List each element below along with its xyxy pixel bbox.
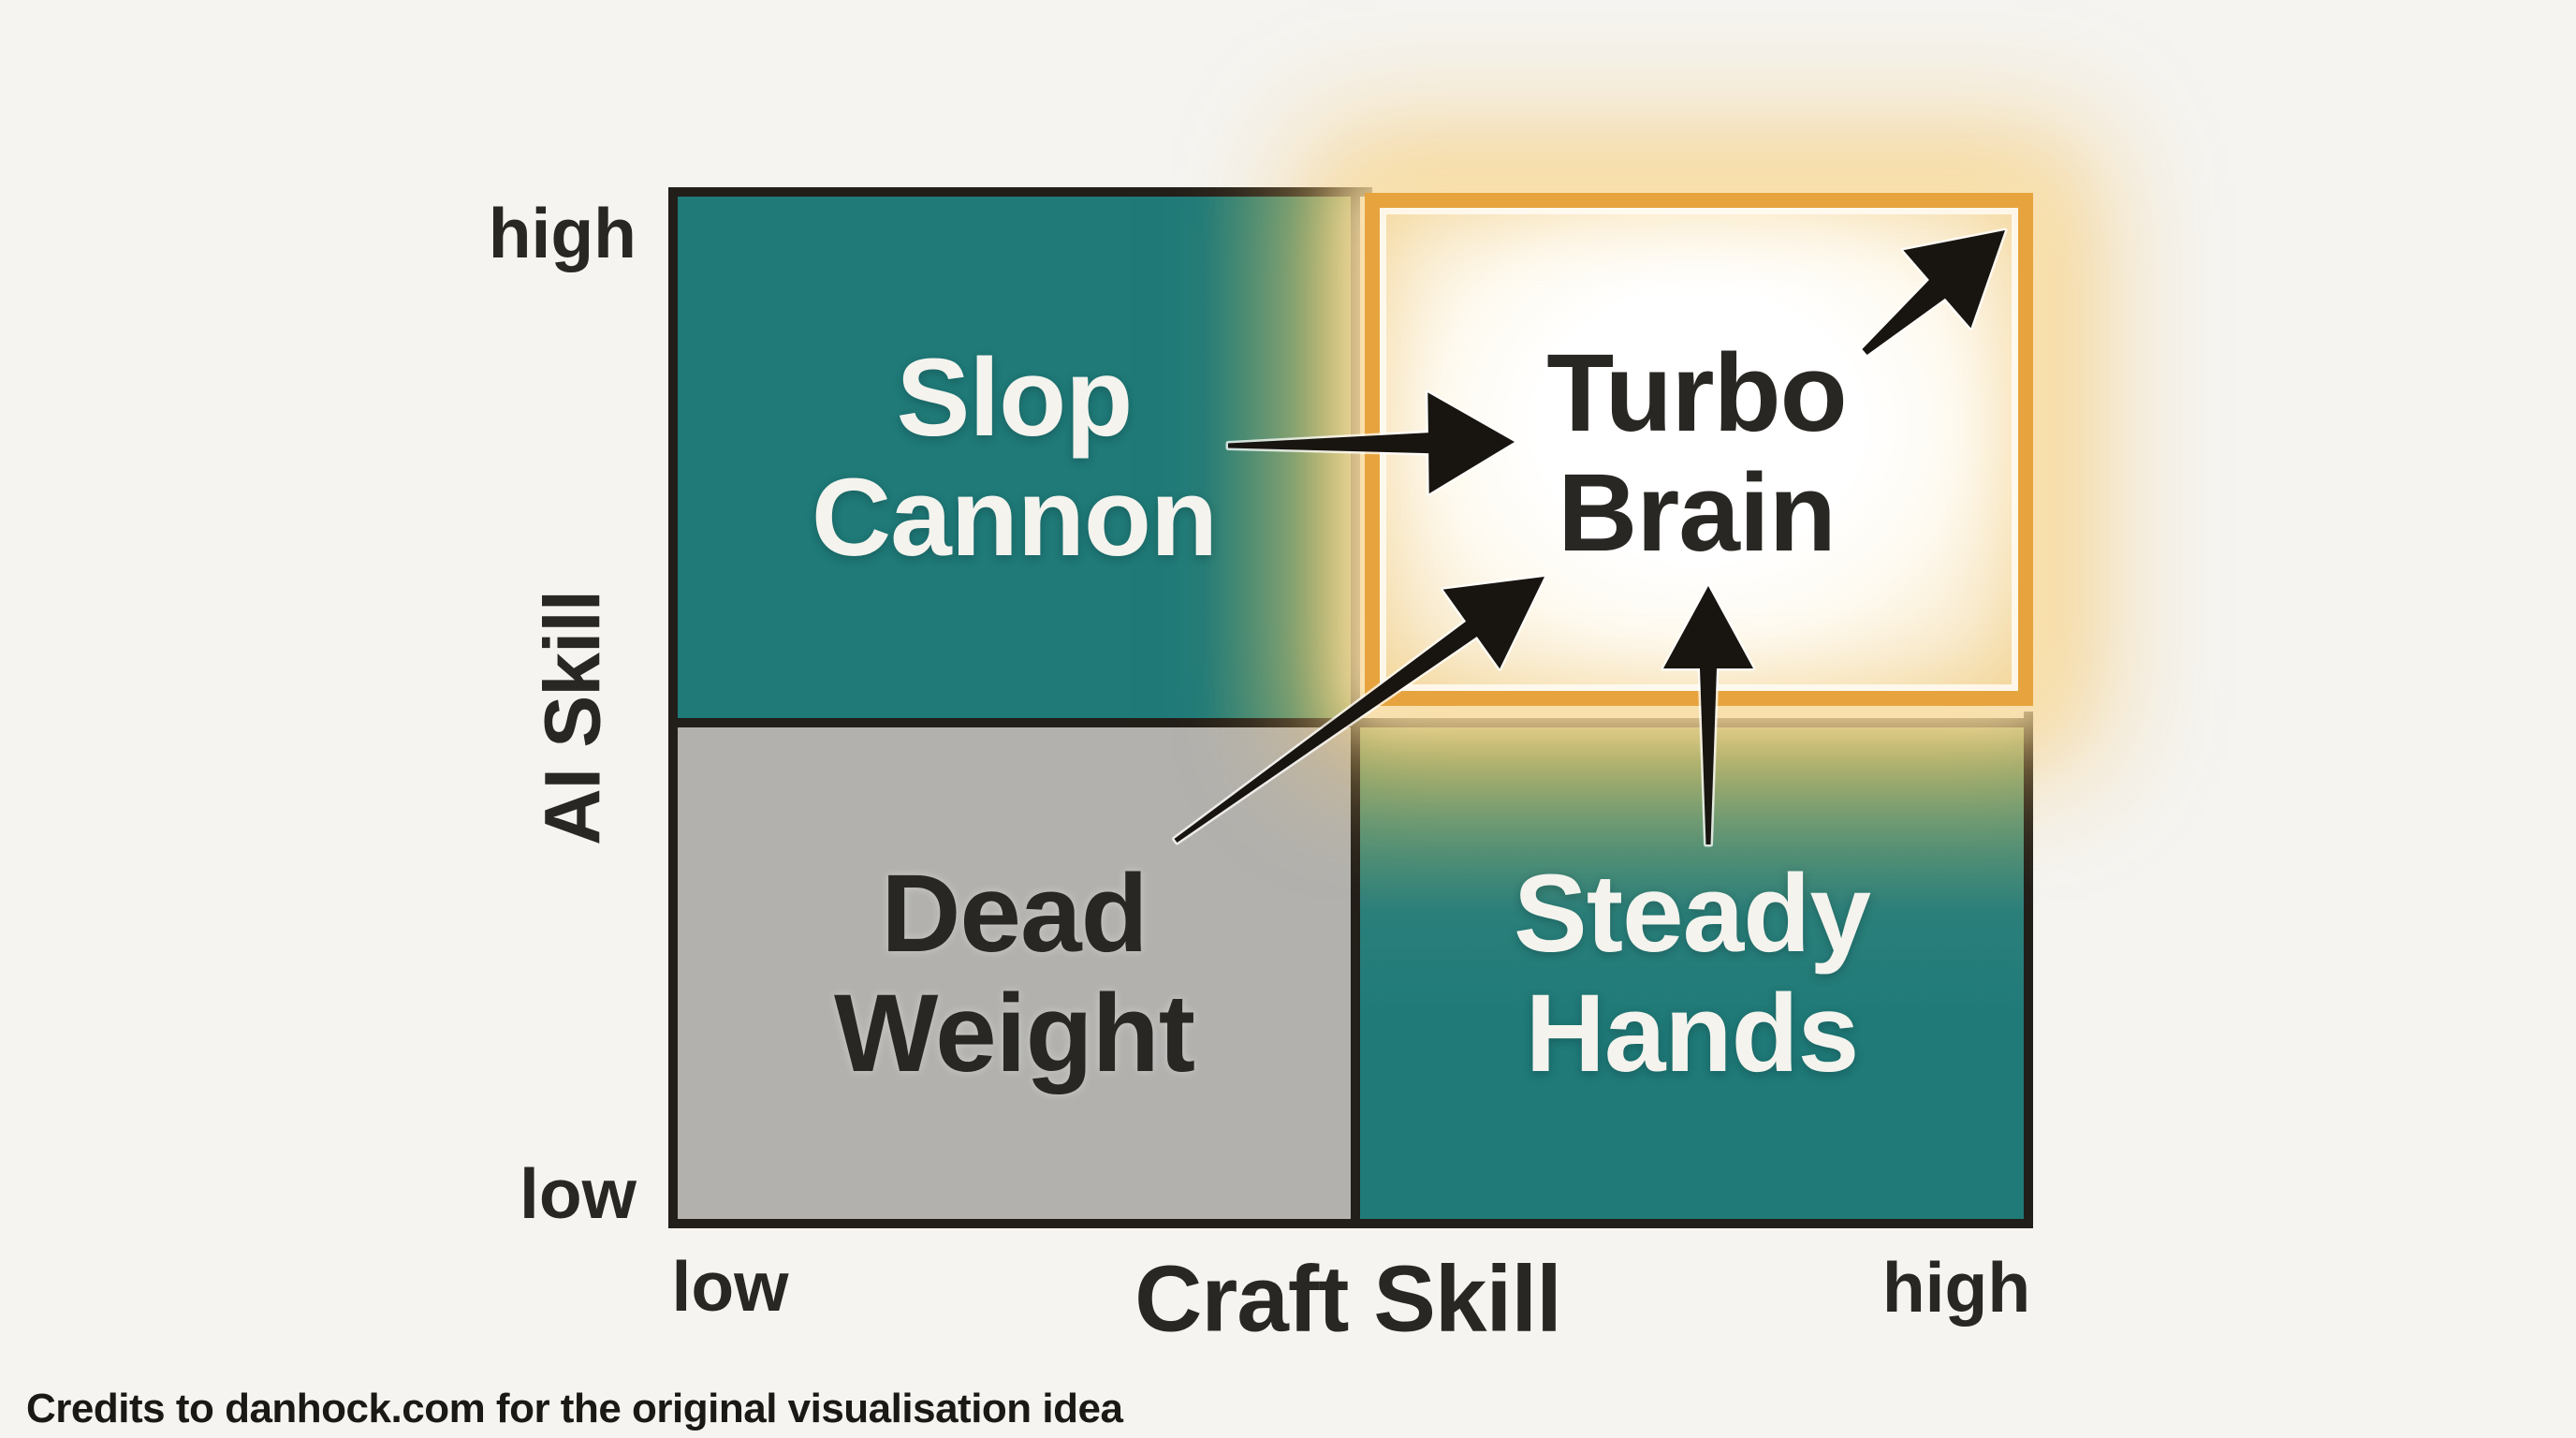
- credit-text: Credits to danhock.com for the original …: [26, 1386, 1123, 1431]
- label-line: Turbo: [1546, 330, 1847, 455]
- label-line: Slop: [896, 335, 1134, 460]
- x-axis-high-tick: high: [1881, 1248, 2031, 1327]
- matrix-left-border: [668, 187, 678, 1228]
- label-slop-cannon: Slop Cannon: [678, 197, 1351, 718]
- x-axis-title: Craft Skill: [1134, 1246, 1562, 1352]
- label-dead-weight: Dead Weight: [678, 727, 1351, 1219]
- label-line: Cannon: [811, 455, 1218, 580]
- label-turbo-brain: Turbo Brain: [1360, 187, 2033, 718]
- matrix-right-border: [2024, 712, 2033, 1228]
- label-steady-hands: Steady Hands: [1360, 727, 2024, 1219]
- label-line: Hands: [1525, 971, 1860, 1095]
- label-line: Brain: [1558, 450, 1837, 575]
- label-line: Steady: [1514, 851, 1871, 976]
- matrix-top-border: [668, 187, 1372, 197]
- y-axis-high-tick: high: [488, 194, 637, 272]
- label-line: Dead: [881, 851, 1149, 976]
- matrix-center-horizontal-line: [668, 718, 2033, 727]
- y-axis-title: AI Skill: [528, 590, 617, 846]
- label-line: Weight: [833, 971, 1195, 1095]
- matrix-bottom-border: [668, 1219, 2033, 1228]
- matrix-center-vertical-line: [1351, 187, 1360, 1228]
- y-axis-low-tick: low: [520, 1154, 637, 1233]
- x-axis-low-tick: low: [671, 1247, 789, 1326]
